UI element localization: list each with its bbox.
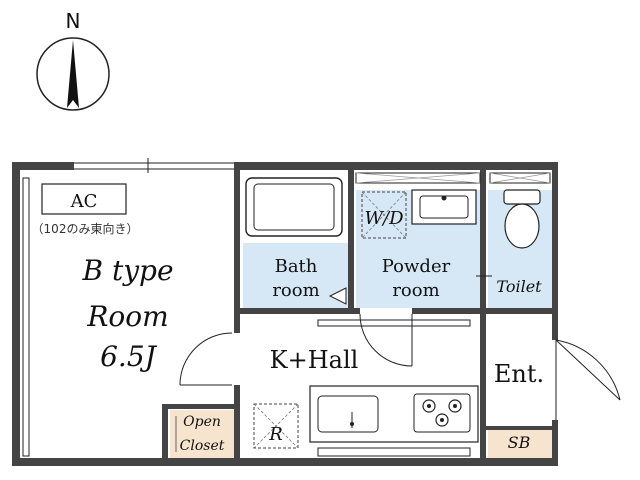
interior-walls	[162, 170, 552, 458]
outer-walls	[12, 162, 558, 466]
open-closet: Open Closet	[175, 414, 225, 454]
compass: N	[36, 9, 110, 111]
wd-label: W/D	[365, 208, 405, 229]
sb-label: SB	[508, 433, 531, 452]
closet-label-line1: Open	[183, 414, 221, 430]
fridge-space: R	[253, 403, 299, 449]
main-room-door	[179, 332, 233, 386]
top-window	[74, 158, 234, 173]
washer-dryer-space: W/D	[361, 191, 407, 239]
toilet	[503, 189, 541, 249]
entrance-label: Ent.	[494, 360, 544, 388]
ac-label: AC	[70, 191, 98, 212]
ac-note: （102のみ東向き）	[32, 221, 139, 236]
upper-windows	[355, 172, 551, 184]
toilet-label: Toilet	[496, 277, 542, 296]
kitchen-windows	[317, 319, 471, 457]
main-room-size: 6.5J	[100, 340, 158, 373]
powder-label-line2: room	[392, 280, 439, 301]
north-label: N	[66, 9, 81, 33]
closet-label-line2: Closet	[180, 438, 225, 454]
north-arrow-icon	[67, 40, 79, 108]
bath-label-line2: room	[272, 280, 319, 301]
kitchen-label: K+Hall	[270, 346, 359, 374]
powder-sink	[411, 189, 477, 225]
bathtub	[245, 177, 343, 237]
entrance-door	[555, 339, 621, 420]
bath-label-line1: Bath	[275, 256, 318, 277]
bath-door-icon	[328, 287, 347, 305]
fridge-label: R	[268, 424, 283, 445]
main-room-name: Room	[86, 300, 168, 333]
closet-area	[170, 410, 236, 458]
powder-door	[359, 313, 413, 367]
bath-area	[243, 243, 348, 308]
sb-area	[488, 430, 552, 458]
stove-icon	[413, 393, 471, 433]
powder-label-line1: Powder	[382, 256, 451, 277]
left-window	[22, 177, 30, 457]
main-room-type: B type	[81, 254, 173, 287]
ac-unit: AC	[41, 183, 127, 215]
